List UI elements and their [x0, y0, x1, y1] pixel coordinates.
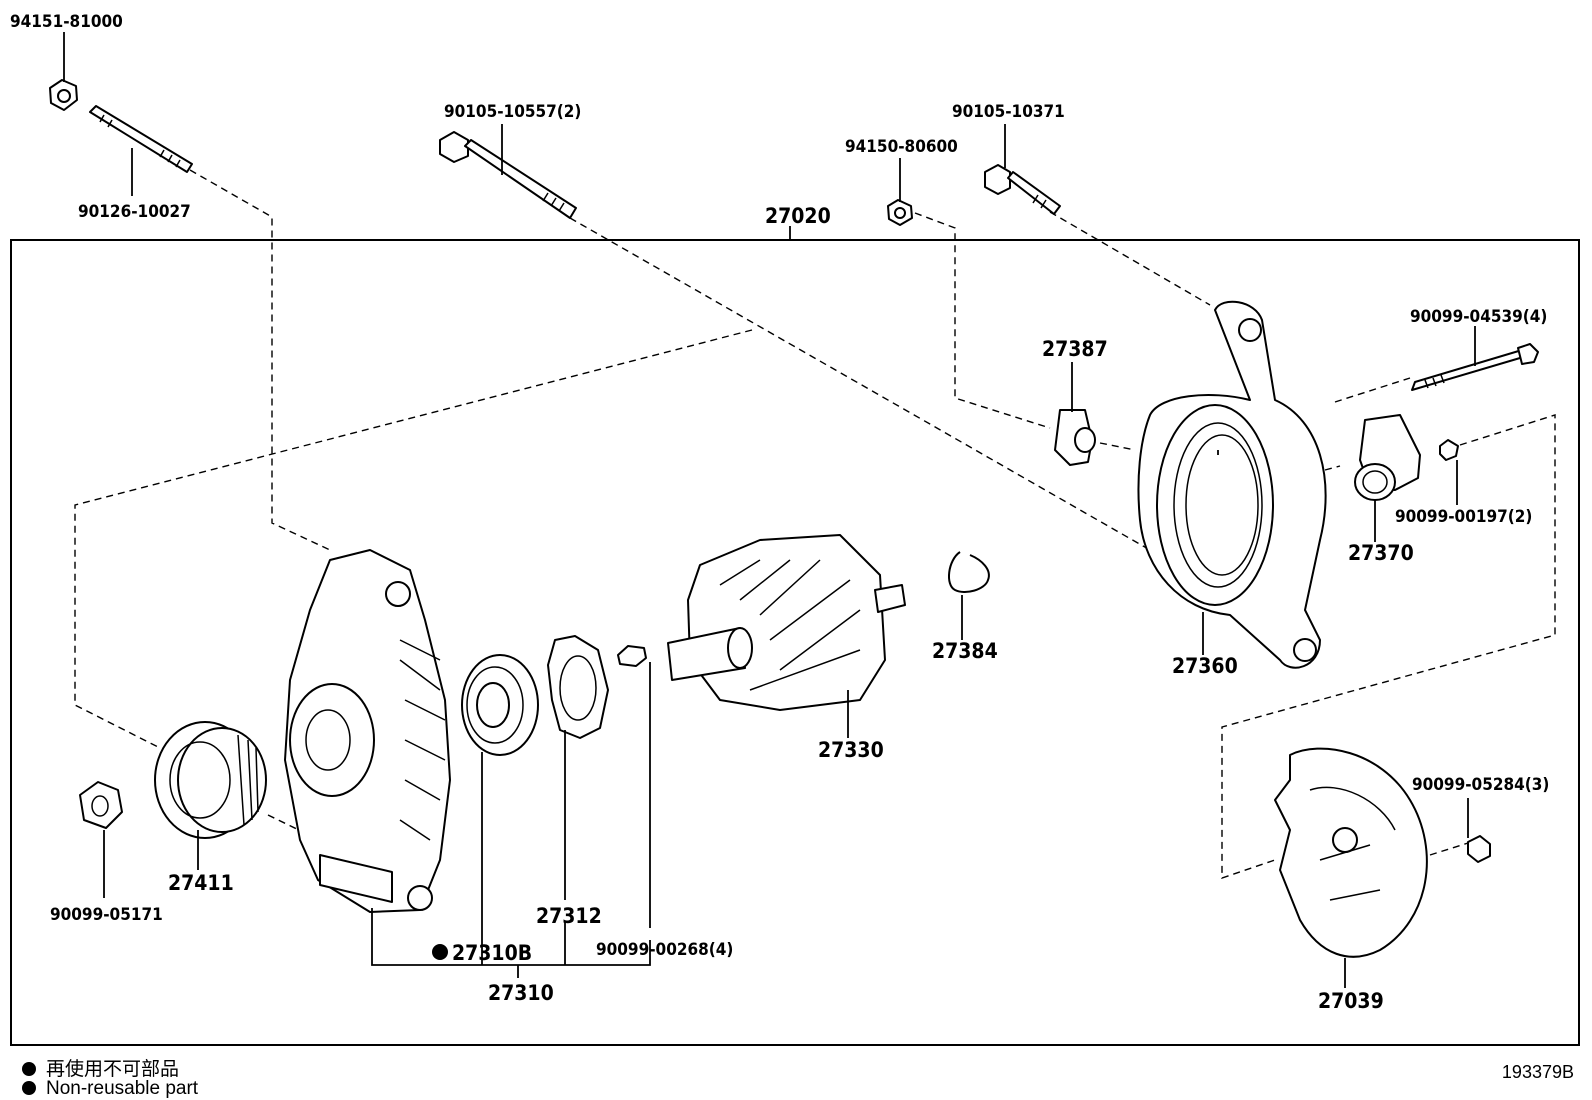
- label-90099-00197: 90099-00197(2): [1395, 507, 1532, 527]
- pulley-27411: [154, 721, 267, 839]
- label-90105-10371: 90105-10371: [952, 102, 1065, 122]
- frame-27310: [284, 549, 451, 913]
- label-94150-80600: 94150-80600: [845, 137, 958, 157]
- label-90099-05171: 90099-05171: [50, 905, 163, 925]
- label-sub-assembly-27310: 27310: [488, 981, 554, 1005]
- plate-27312: [547, 635, 609, 739]
- label-assembly-27020: 27020: [765, 204, 831, 228]
- nut-94151-81000: [49, 79, 78, 111]
- leader-lines: [63, 32, 1476, 988]
- label-27411: 27411: [168, 871, 234, 895]
- assembly-frame: [10, 239, 1580, 1046]
- label-90105-10557: 90105-10557(2): [444, 102, 581, 122]
- stud-90126-10027: [89, 105, 193, 173]
- legend-japanese: 再使用不可部品: [22, 1054, 179, 1081]
- brush-holder-27370: [1354, 414, 1421, 501]
- clip-27384: [948, 551, 990, 593]
- label-27384: 27384: [932, 639, 998, 663]
- nut-90099-05171: [79, 781, 123, 829]
- label-90099-04539: 90099-04539(4): [1410, 307, 1547, 327]
- label-27039: 27039: [1318, 989, 1384, 1013]
- label-27330: 27330: [818, 738, 884, 762]
- screw-90099-04539: [1411, 343, 1539, 391]
- label-27370: 27370: [1348, 541, 1414, 565]
- screw-90099-00268: [617, 645, 647, 667]
- label-90126-10027: 90126-10027: [78, 202, 191, 222]
- label-90099-05284: 90099-05284(3): [1412, 775, 1549, 795]
- non-reusable-marker: [432, 944, 448, 960]
- nut-94150-80600: [887, 199, 913, 226]
- bullet-icon: [22, 1062, 36, 1076]
- bolt-90105-10371: [984, 164, 1061, 215]
- legend-jp-text: 再使用不可部品: [46, 1059, 180, 1080]
- bolt-90105-10557: [439, 131, 577, 219]
- rotor-27330: [667, 534, 906, 711]
- reference-code: 193379B: [1501, 1062, 1574, 1082]
- label-27312: 27312: [536, 904, 602, 928]
- bearing-27310B: [461, 654, 539, 756]
- bullet-icon: [22, 1081, 36, 1095]
- label-27310B: 27310B: [452, 941, 532, 965]
- screw-90099-00197: [1439, 439, 1459, 461]
- label-94151-81000: 94151-81000: [10, 12, 123, 32]
- insulator-27387: [1054, 409, 1096, 466]
- nut-90099-05284: [1467, 835, 1491, 863]
- frame-27360: [1137, 300, 1327, 669]
- label-90099-00268: 90099-00268(4): [596, 940, 733, 960]
- legend-en-text: Non-reusable part: [46, 1078, 199, 1099]
- label-27387: 27387: [1042, 337, 1108, 361]
- label-27360: 27360: [1172, 654, 1238, 678]
- legend-english: Non-reusable part: [22, 1078, 198, 1100]
- assembly-dashed-lines: [74, 169, 1556, 879]
- cover-27039: [1274, 747, 1428, 958]
